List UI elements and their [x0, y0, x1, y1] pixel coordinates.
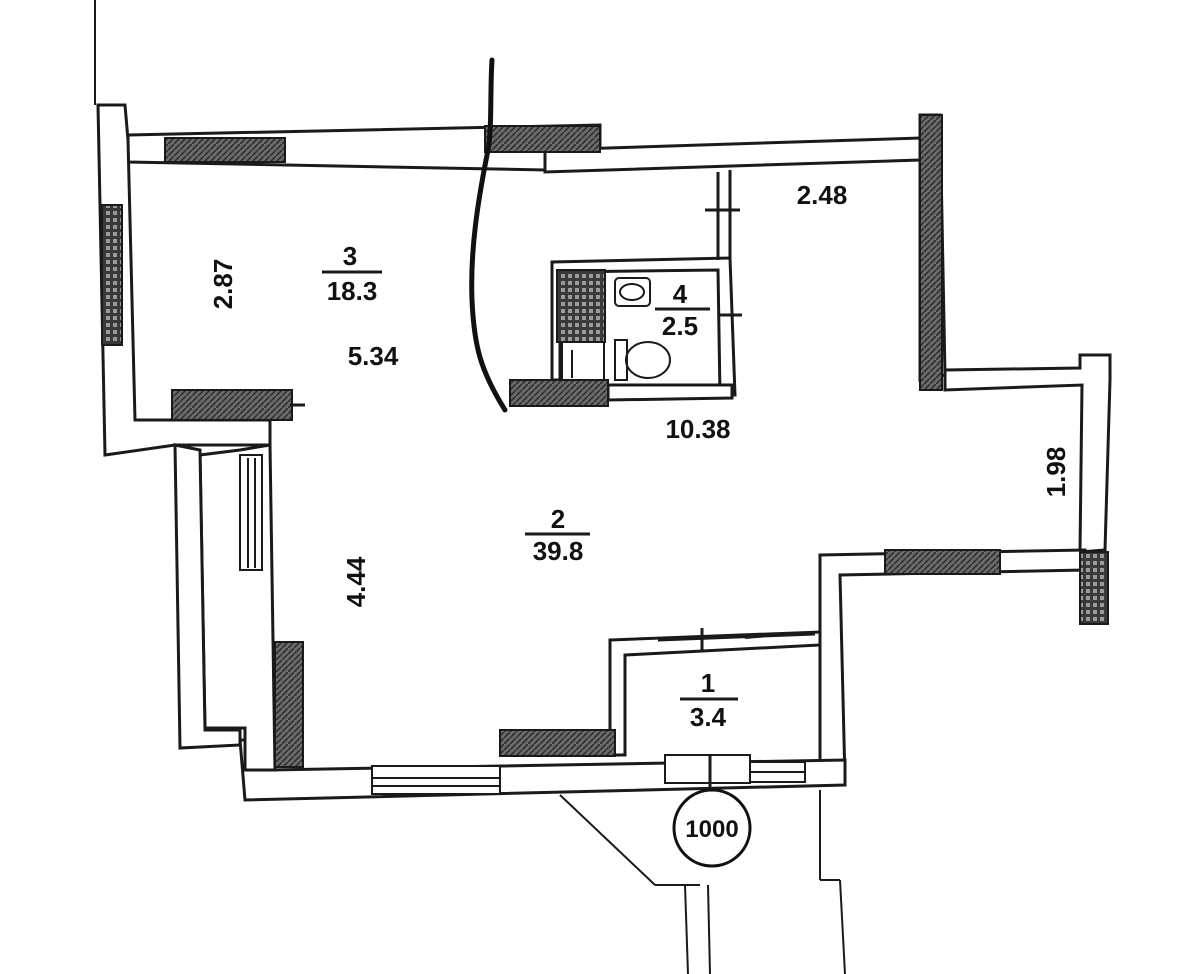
room-number: 1 — [701, 668, 715, 698]
windows — [239, 454, 816, 795]
solid-walls — [164, 114, 1001, 768]
room-number: 2 — [551, 504, 565, 534]
room-number: 3 — [343, 241, 357, 271]
room-label-1: 1 3.4 — [680, 668, 738, 732]
room-area: 39.8 — [533, 536, 584, 566]
dimension-label: 4.44 — [341, 556, 371, 607]
room-label-2: 2 39.8 — [525, 504, 590, 566]
room-number: 4 — [673, 279, 688, 309]
door-marker-label: 1000 — [685, 816, 738, 843]
grid-walls — [101, 204, 1109, 625]
dimension-label: 1.98 — [1041, 447, 1071, 498]
room-area: 3.4 — [690, 702, 727, 732]
toilet-icon — [614, 277, 651, 307]
room-area: 18.3 — [327, 276, 378, 306]
room-label-3: 3 18.3 — [322, 241, 382, 306]
dimension-label: 2.48 — [797, 180, 848, 210]
shower-icon — [561, 341, 605, 381]
dimension-label: 10.38 — [665, 414, 730, 444]
door-ticks — [290, 208, 742, 652]
sink-icon — [614, 339, 671, 381]
dimension-label: 5.34 — [348, 341, 399, 371]
site-lines — [94, 0, 846, 974]
room-label-4: 4 2.5 — [655, 279, 710, 341]
hand-drawn-line — [469, 57, 508, 413]
walls — [96, 103, 1112, 802]
door-marker: 1000 — [672, 755, 752, 868]
room-area: 2.5 — [662, 311, 698, 341]
dimension-label: 2.87 — [208, 259, 238, 310]
